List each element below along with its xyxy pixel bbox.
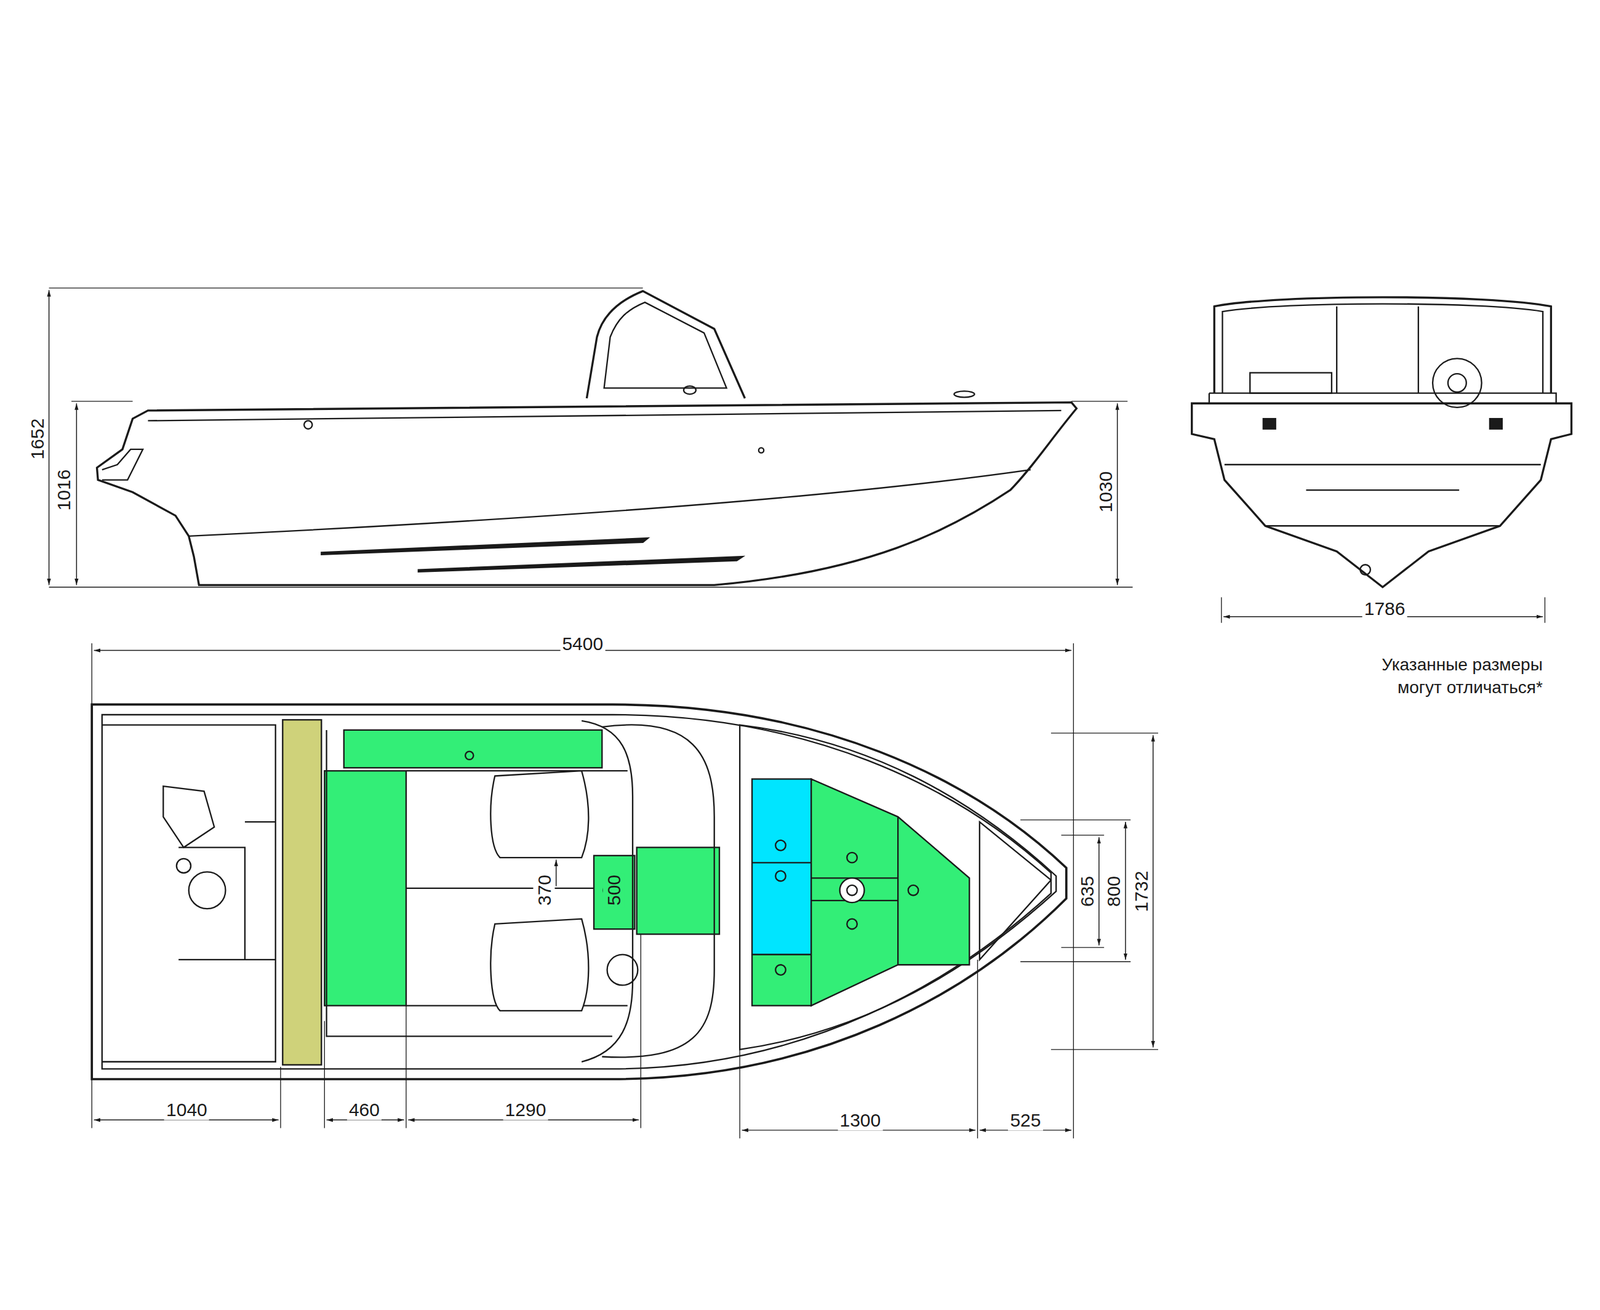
dimension-label: 1016: [52, 467, 74, 513]
top-view: [91, 643, 1159, 1138]
note-text: Указанные размеры могут отличаться*: [1356, 652, 1545, 700]
dimension-label: 635: [1075, 873, 1098, 909]
dimension-label: 460: [347, 1098, 382, 1120]
dimension-label: 370: [532, 872, 555, 908]
dimension-label: 1030: [1094, 469, 1116, 515]
dimension-label: 1300: [837, 1108, 883, 1131]
dimension-label: 500: [602, 872, 624, 908]
dimension-label: 800: [1102, 873, 1125, 909]
dimension-label: 1040: [164, 1098, 210, 1120]
side-view: [49, 288, 1133, 588]
dimension-label: 525: [1008, 1108, 1043, 1131]
dimension-label: 1732: [1129, 868, 1152, 914]
dimension-label: 1786: [1362, 597, 1408, 620]
dimension-label: 1290: [503, 1098, 549, 1120]
rear-view: [1192, 297, 1572, 623]
dimension-label: 5400: [560, 632, 605, 654]
dimension-label: 1652: [25, 416, 48, 462]
